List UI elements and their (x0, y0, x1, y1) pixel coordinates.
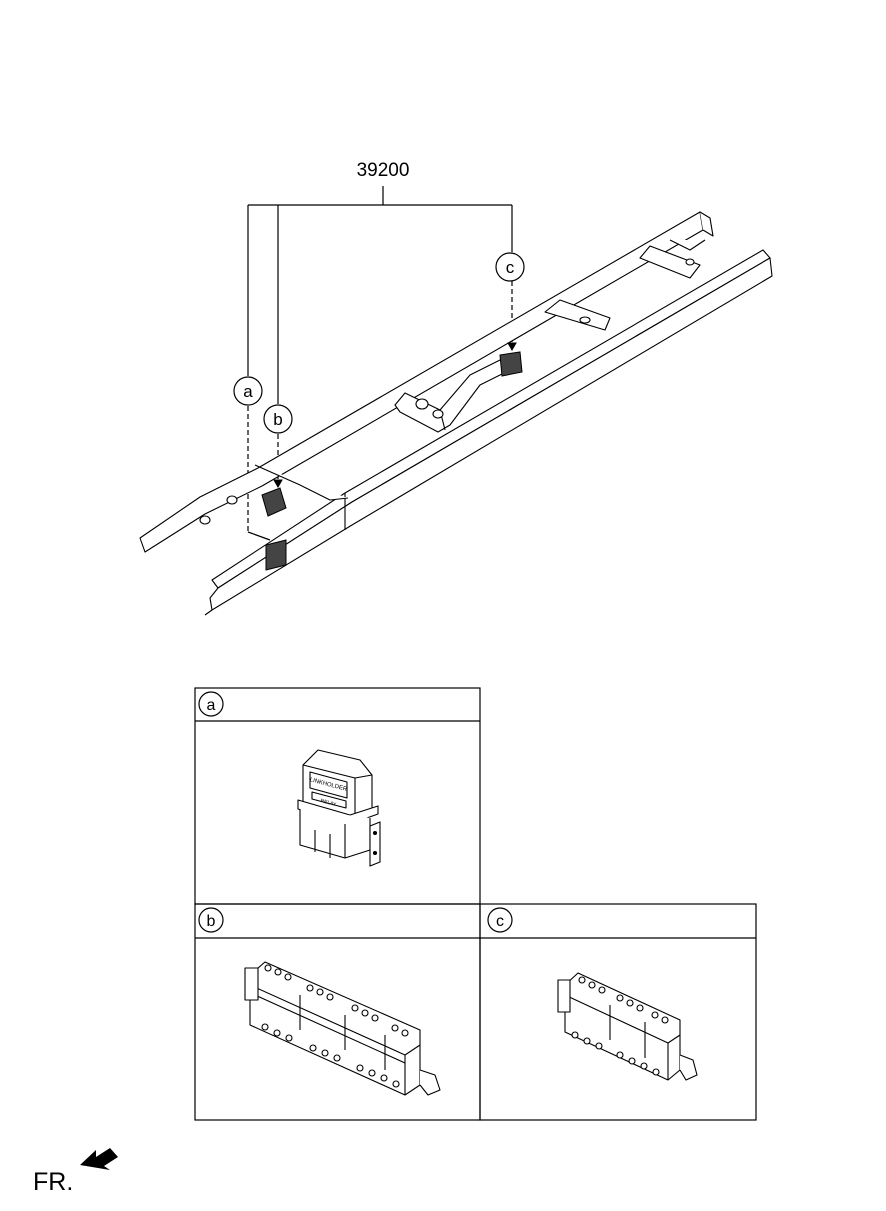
mounted-components (261, 351, 523, 571)
front-indicator-label: FR. (33, 1168, 73, 1196)
vehicle-frame (139, 211, 773, 616)
relay-box-illustration: LINKHOLDER RELAY (297, 749, 381, 867)
mount-arrows (273, 342, 517, 489)
panel-b-label: b (207, 913, 216, 930)
panel-b-header: b (198, 907, 224, 933)
callout-b-label: b (273, 410, 282, 429)
panel-c-header: c (487, 907, 513, 933)
callout-c-label: c (506, 258, 515, 277)
panel-a-label: a (207, 697, 216, 714)
callout-c: c (495, 252, 525, 282)
callout-b: b (263, 404, 293, 434)
panel-c-label: c (496, 913, 504, 930)
callout-a-label: a (243, 382, 253, 401)
part-number-label: 39200 (357, 160, 410, 181)
callout-a: a (233, 376, 263, 406)
leader-lines (247, 186, 513, 541)
detail-panels (194, 687, 757, 1121)
fuse-block-long-illustration (244, 961, 441, 1096)
fuse-block-short-illustration (557, 972, 698, 1081)
relay-label-bottom: RELAY (320, 798, 338, 808)
front-arrow-icon (80, 1148, 118, 1170)
front-indicator: FR. (33, 1148, 118, 1196)
panel-a-header: a (198, 691, 224, 717)
